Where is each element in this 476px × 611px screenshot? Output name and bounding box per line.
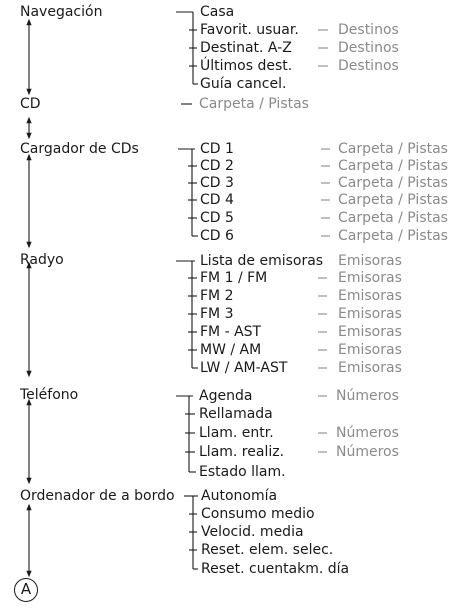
category-cargador: Cargador de CDs [20,141,139,157]
changer-target-cd3: Carpeta / Pistas [338,175,448,191]
changer-item-cd4: CD 4 [200,192,234,208]
phone-item-agenda: Agenda [199,388,253,404]
changer-target-cd5: Carpeta / Pistas [338,210,448,226]
cd-target: Carpeta / Pistas [199,96,309,112]
board-item-autonomia: Autonomía [201,488,278,504]
nav-item-favorit: Favorit. usuar. [200,22,299,38]
nav-target-favorit: Destinos [338,22,399,38]
radio-target-lista: Emisoras [338,253,402,269]
changer-item-cd5: CD 5 [200,210,234,226]
radio-target-fm1: Emisoras [338,270,402,286]
radio-item-fmast: FM - AST [200,324,262,340]
nav-item-ultimos: Últimos dest. [200,58,293,74]
radio-item-lw: LW / AM-AST [200,360,288,376]
radio-target-fmast: Emisoras [338,324,402,340]
changer-item-cd6: CD 6 [200,228,234,244]
category-cd: CD [20,96,41,112]
changer-target-cd6: Carpeta / Pistas [338,228,448,244]
category-radyo: Radyo [20,252,64,268]
radio-target-mw: Emisoras [338,342,402,358]
radio-target-fm3: Emisoras [338,306,402,322]
changer-target-cd1: Carpeta / Pistas [338,141,448,157]
category-navegacion: Navegación [20,4,103,20]
phone-target-agenda: Números [336,388,399,404]
phone-item-entr: Llam. entr. [199,425,274,441]
changer-item-cd3: CD 3 [200,175,234,191]
changer-target-cd2: Carpeta / Pistas [338,158,448,174]
phone-target-entr: Números [336,425,399,441]
radio-item-lista: Lista de emisoras [200,253,324,269]
category-ordenador: Ordenador de a bordo [20,488,175,504]
radio-target-lw: Emisoras [338,360,402,376]
radio-target-fm2: Emisoras [338,288,402,304]
category-telefono: Teléfono [20,387,79,403]
board-item-reset-elem: Reset. elem. selec. [201,542,334,558]
radio-item-fm2: FM 2 [200,288,234,304]
nav-item-guia: Guía cancel. [200,76,287,92]
nav-item-destinat: Destinat. A-Z [200,40,292,56]
changer-target-cd4: Carpeta / Pistas [338,192,448,208]
radio-item-mw: MW / AM [200,342,262,358]
circled-a-badge: A [14,578,38,602]
nav-target-ultimos: Destinos [338,58,399,74]
phone-item-realiz: Llam. realiz. [199,444,285,460]
radio-item-fm3: FM 3 [200,306,234,322]
radio-item-fm1: FM 1 / FM [200,270,268,286]
phone-item-rellamada: Rellamada [199,406,273,422]
nav-target-destinat: Destinos [338,40,399,56]
changer-item-cd1: CD 1 [200,141,234,157]
phone-target-realiz: Números [336,444,399,460]
changer-item-cd2: CD 2 [200,158,234,174]
nav-item-casa: Casa [200,4,235,20]
board-item-reset-km: Reset. cuentakm. día [201,561,350,577]
phone-item-estado: Estado llam. [199,464,286,480]
board-item-velocid: Velocid. media [201,524,304,540]
board-item-consumo: Consumo medio [201,506,315,522]
